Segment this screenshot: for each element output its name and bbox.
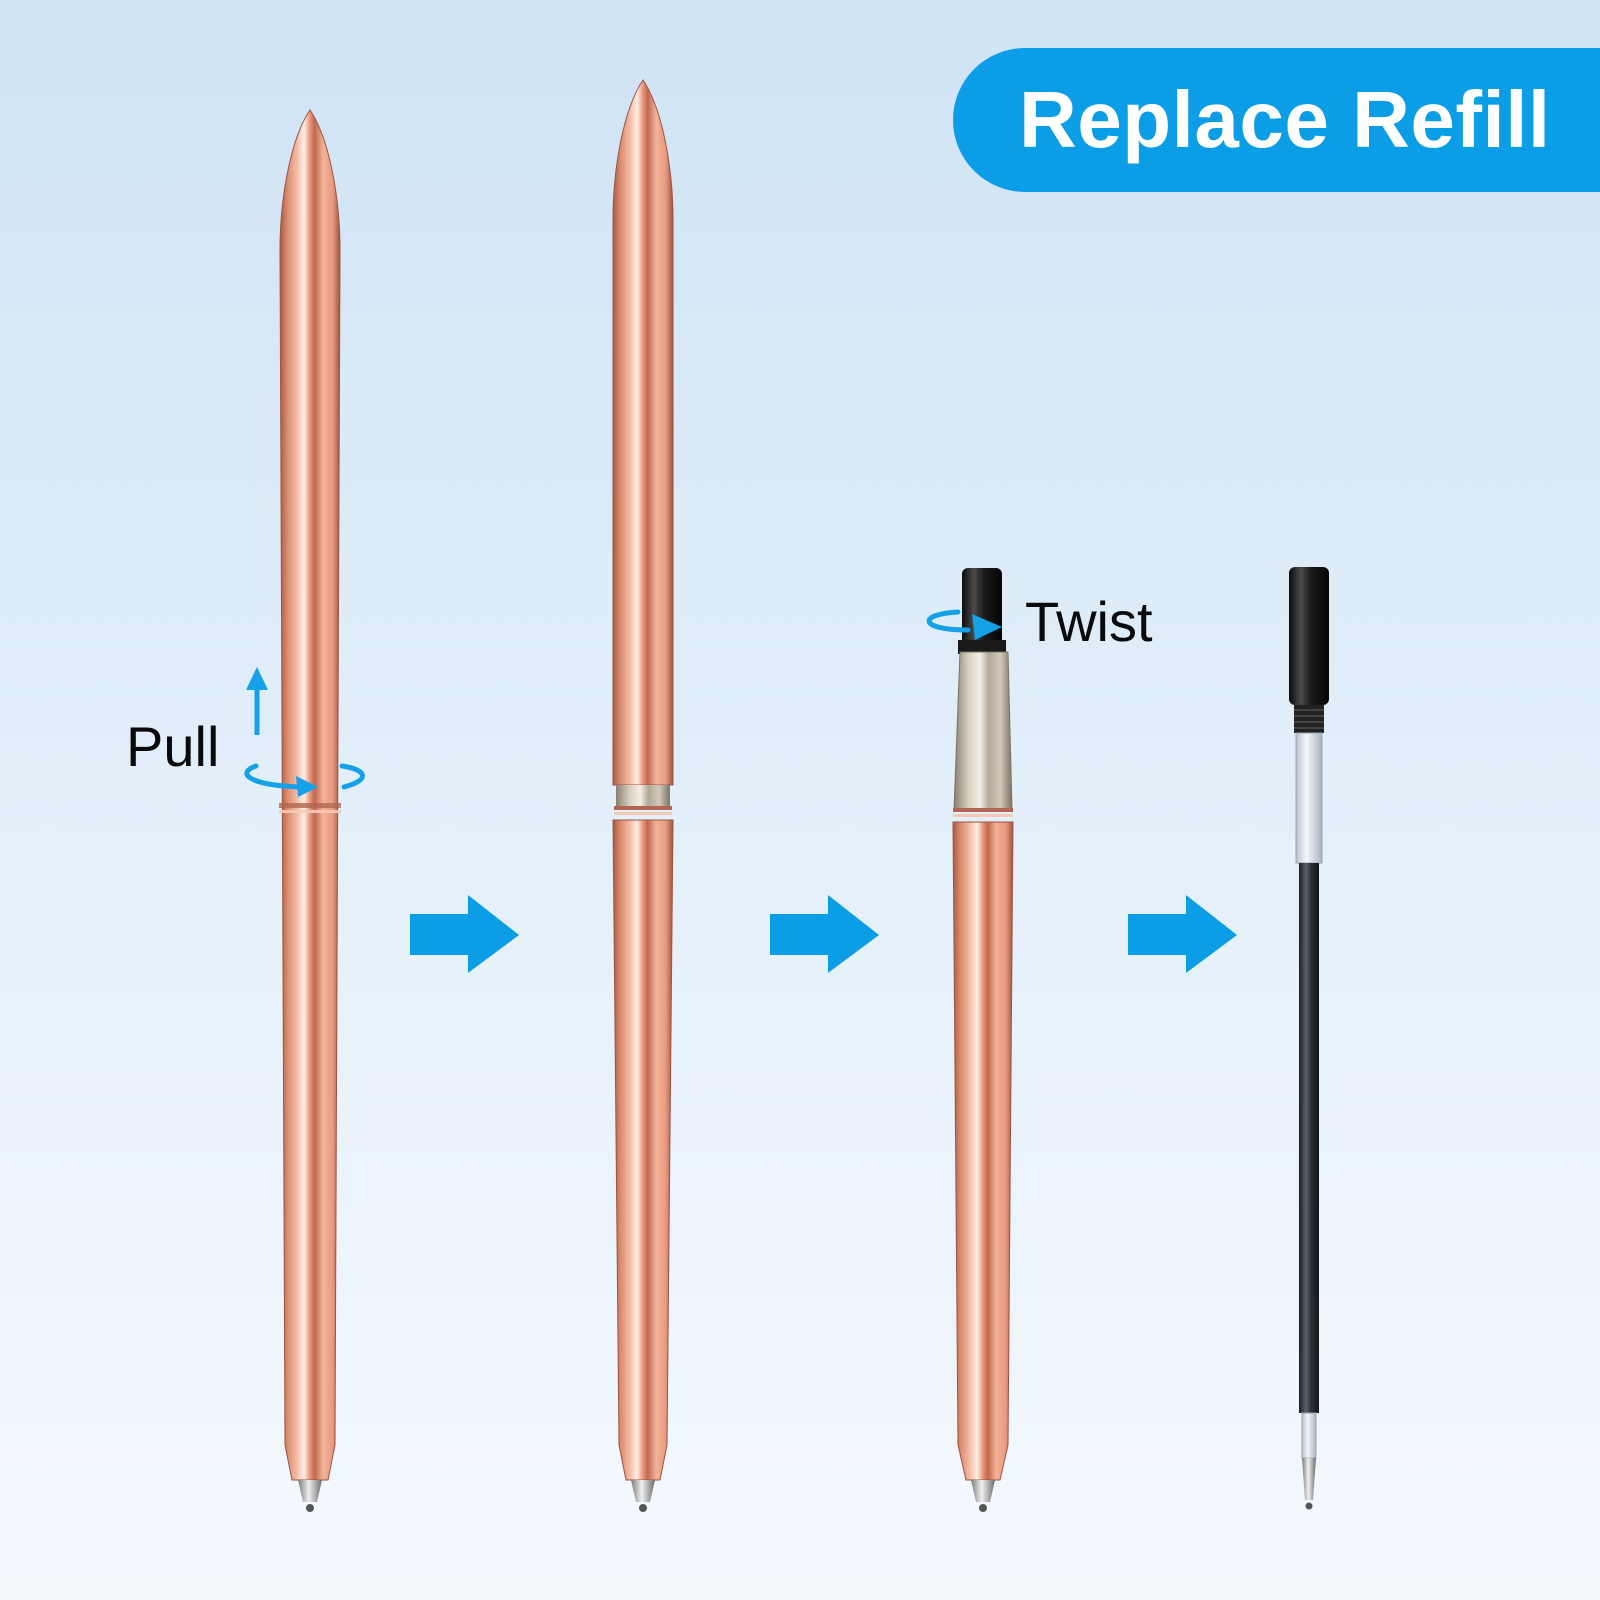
pen-assembled — [279, 109, 341, 1512]
banner-title: Replace Refill — [1019, 75, 1551, 164]
right-arrow-icon — [410, 895, 519, 973]
title-banner: Replace Refill — [953, 48, 1600, 192]
right-arrow-icon — [770, 895, 879, 973]
rotate-icon — [244, 763, 365, 790]
refill — [1289, 567, 1329, 1510]
twist-rotate-icon — [926, 609, 1002, 640]
right-arrow-icon — [1128, 895, 1237, 973]
pull-label: Pull — [126, 715, 220, 778]
arrow-up-icon — [246, 667, 268, 735]
pen-twist — [952, 568, 1014, 1512]
pen-pulled — [612, 79, 674, 1512]
twist-label: Twist — [1025, 590, 1153, 653]
